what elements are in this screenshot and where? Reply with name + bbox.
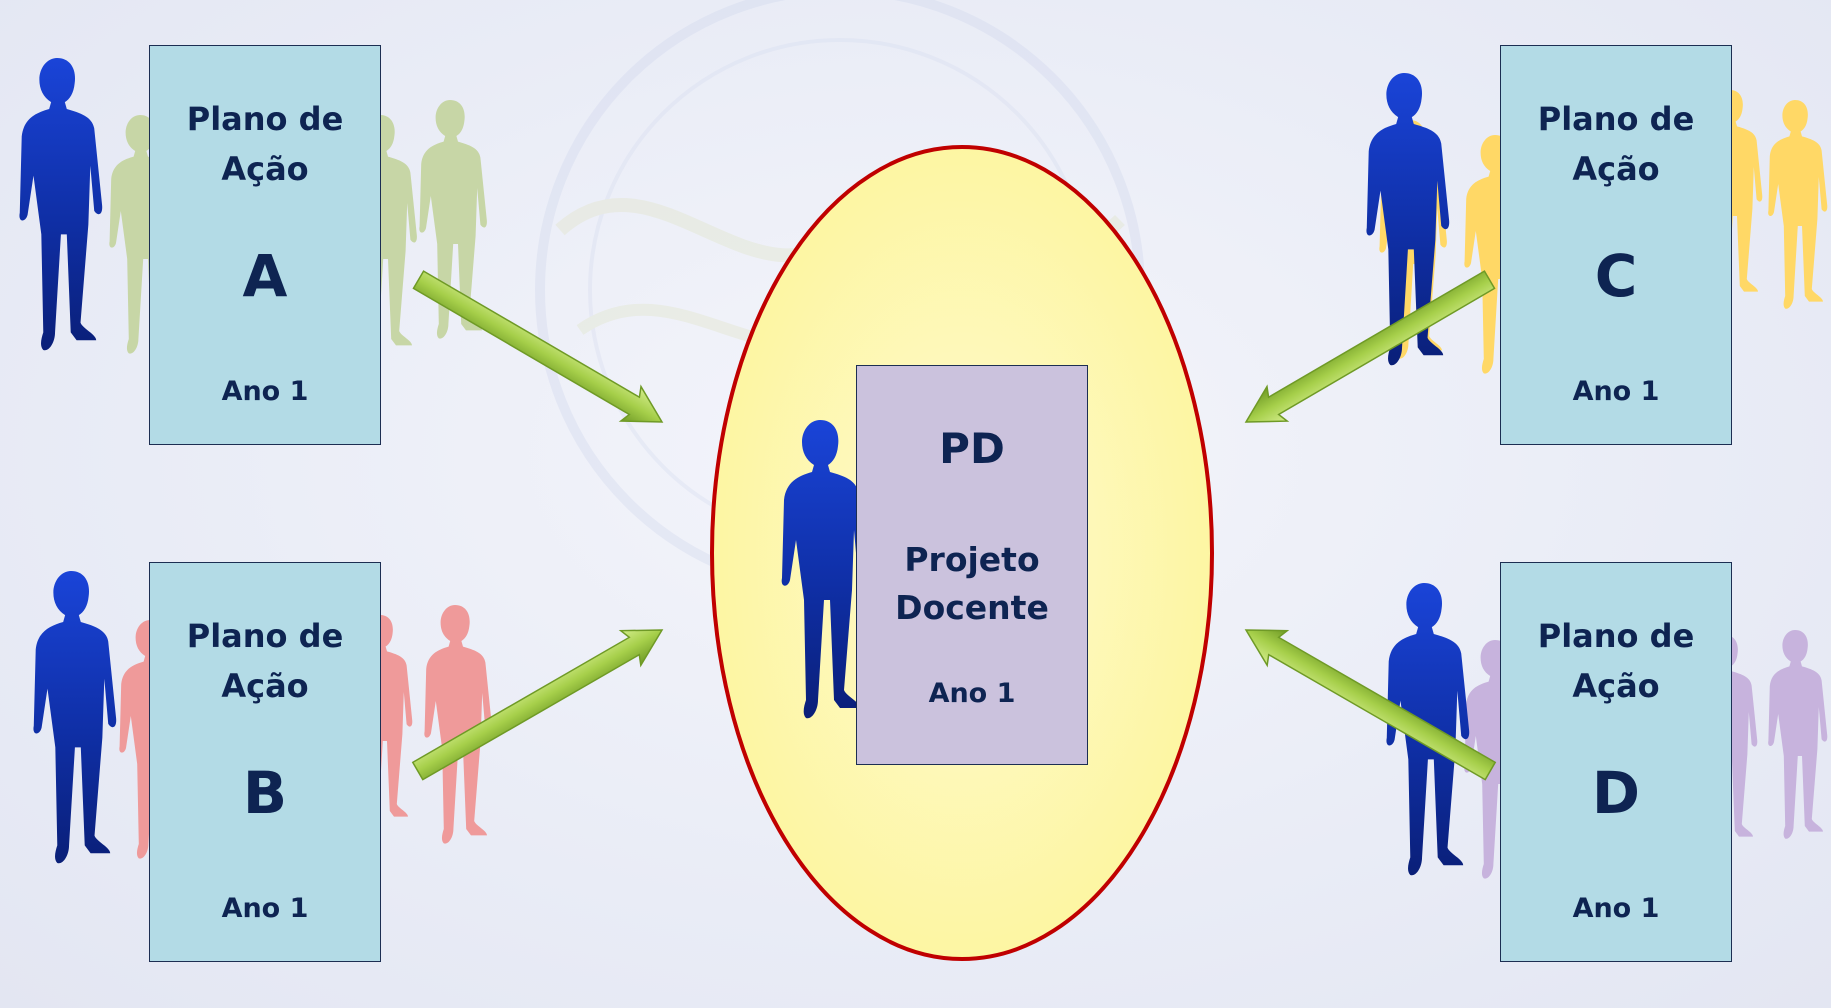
plan-year: Ano 1 [1572, 893, 1660, 924]
plan-letter: B [242, 759, 288, 827]
pd-title: PD [939, 424, 1005, 473]
pd-year: Ano 1 [928, 678, 1016, 709]
plan-letter: D [1591, 759, 1641, 827]
plan-letter: C [1594, 242, 1638, 310]
plan-year: Ano 1 [221, 893, 309, 924]
plan-year: Ano 1 [221, 376, 309, 407]
plan-letter: A [242, 242, 288, 310]
plan-year: Ano 1 [1572, 376, 1660, 407]
